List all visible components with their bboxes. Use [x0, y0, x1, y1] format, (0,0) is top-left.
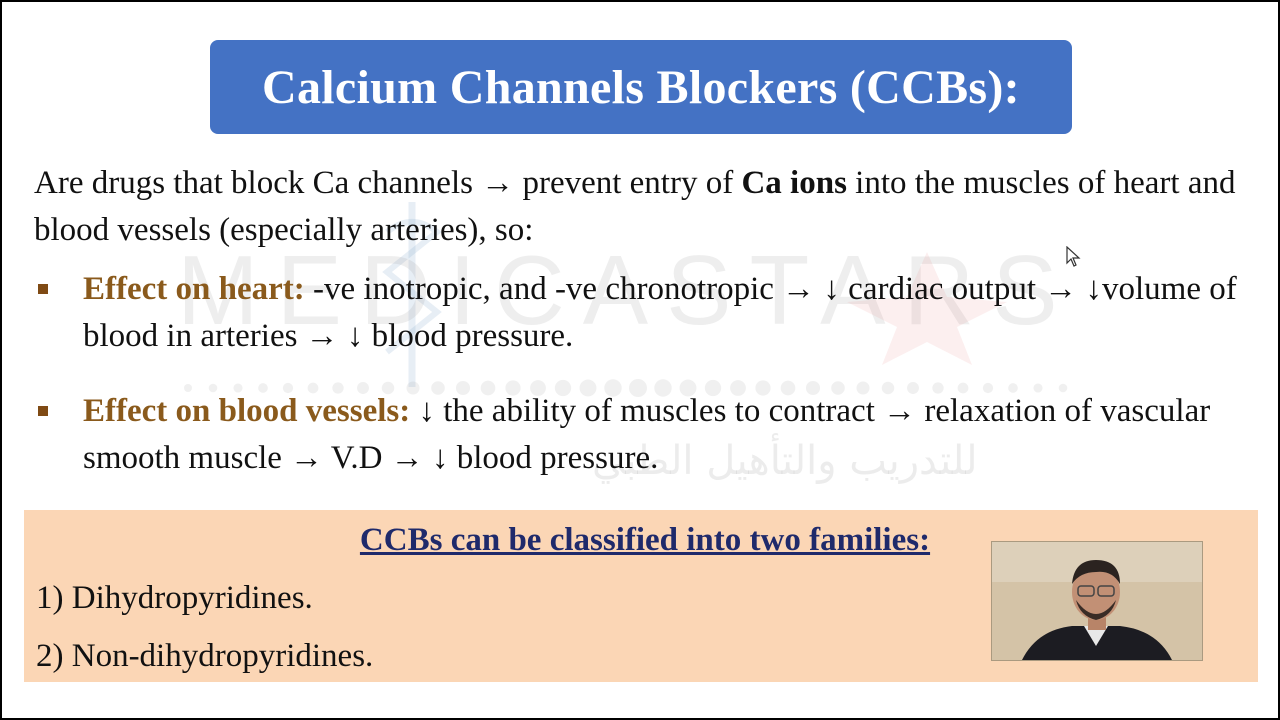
watermark-dot [730, 380, 746, 396]
watermark-dot [679, 379, 697, 397]
watermark-dot [357, 382, 369, 394]
watermark-dot [505, 380, 521, 396]
watermark-dot [629, 379, 647, 397]
intro-bold-term: Ca ions [741, 165, 847, 201]
square-bullet-icon [38, 284, 48, 294]
watermark-dot [282, 382, 294, 394]
watermark-dot [579, 379, 597, 397]
watermark-dot [406, 381, 420, 395]
watermark-logo-text: MEDICASTARS [177, 235, 1076, 345]
intro-text-start: Are drugs that block Ca channels → preve… [34, 165, 742, 201]
watermark-dot [604, 379, 622, 397]
watermark-dot [932, 382, 944, 394]
bullet-text: ↓ the ability of muscles to contract → r… [83, 393, 1211, 476]
watermark-dots [184, 379, 1068, 397]
families-heading-text: CCBs can be classified into two families… [359, 522, 931, 558]
watermark-dot [881, 381, 895, 395]
watermark-dot [957, 382, 969, 394]
page-title: Calcium Channels Blockers (CCBs): [262, 60, 1020, 114]
mouse-cursor-icon [1066, 246, 1081, 267]
watermark-dot [233, 383, 243, 393]
watermark-dot [1033, 383, 1043, 393]
watermark-dot [805, 380, 821, 396]
presenter-avatar [992, 542, 1202, 660]
watermark-dot [455, 380, 471, 396]
family-item: 1) Dihydropyridines. [36, 580, 313, 616]
bullet-effect-heart: Effect on heart: -ve inotropic, and -ve … [34, 266, 1244, 360]
watermark-dot [704, 379, 722, 397]
watermark-dot [654, 379, 672, 397]
bullet-label: Effect on heart: [83, 271, 305, 307]
families-panel: CCBs can be classified into two families… [24, 510, 1258, 682]
watermark-dot [307, 382, 319, 394]
families-heading: CCBs can be classified into two families… [24, 522, 1258, 559]
presenter-webcam [991, 541, 1203, 661]
watermark-dot [480, 380, 496, 396]
watermark-dot [554, 379, 572, 397]
watermark-dot [530, 380, 546, 396]
watermark-dot [780, 380, 796, 396]
bullet-text: -ve inotropic, and -ve chronotropic → ↓ … [83, 271, 1237, 354]
title-banner: Calcium Channels Blockers (CCBs): [210, 40, 1072, 134]
watermark-dot [184, 384, 192, 392]
watermark-dot [856, 381, 870, 395]
intro-text-end: into the muscles of heart and blood vess… [34, 165, 1236, 248]
watermark-dot [431, 381, 445, 395]
watermark-dot [907, 382, 919, 394]
watermark-dot [831, 381, 845, 395]
caduceus-watermark-icon [382, 202, 442, 387]
square-bullet-icon [38, 406, 48, 416]
watermark-dot [755, 380, 771, 396]
watermark-dot [332, 382, 344, 394]
watermark-dot [381, 381, 395, 395]
watermark-dot [208, 383, 218, 393]
watermark-dot [1008, 383, 1018, 393]
watermark-dot [982, 382, 994, 394]
watermark-dot [258, 383, 268, 393]
bullet-label: Effect on blood vessels: [83, 393, 411, 429]
watermark-arabic-text: للتدريب والتأهيل الطبي [592, 438, 978, 484]
family-item: 2) Non-dihydropyridines. [36, 638, 374, 674]
watermark-dot [1058, 383, 1068, 393]
star-watermark-icon [847, 252, 1007, 365]
intro-paragraph: Are drugs that block Ca channels → preve… [34, 160, 1254, 254]
bullet-effect-vessels: Effect on blood vessels: ↓ the ability o… [34, 388, 1244, 482]
